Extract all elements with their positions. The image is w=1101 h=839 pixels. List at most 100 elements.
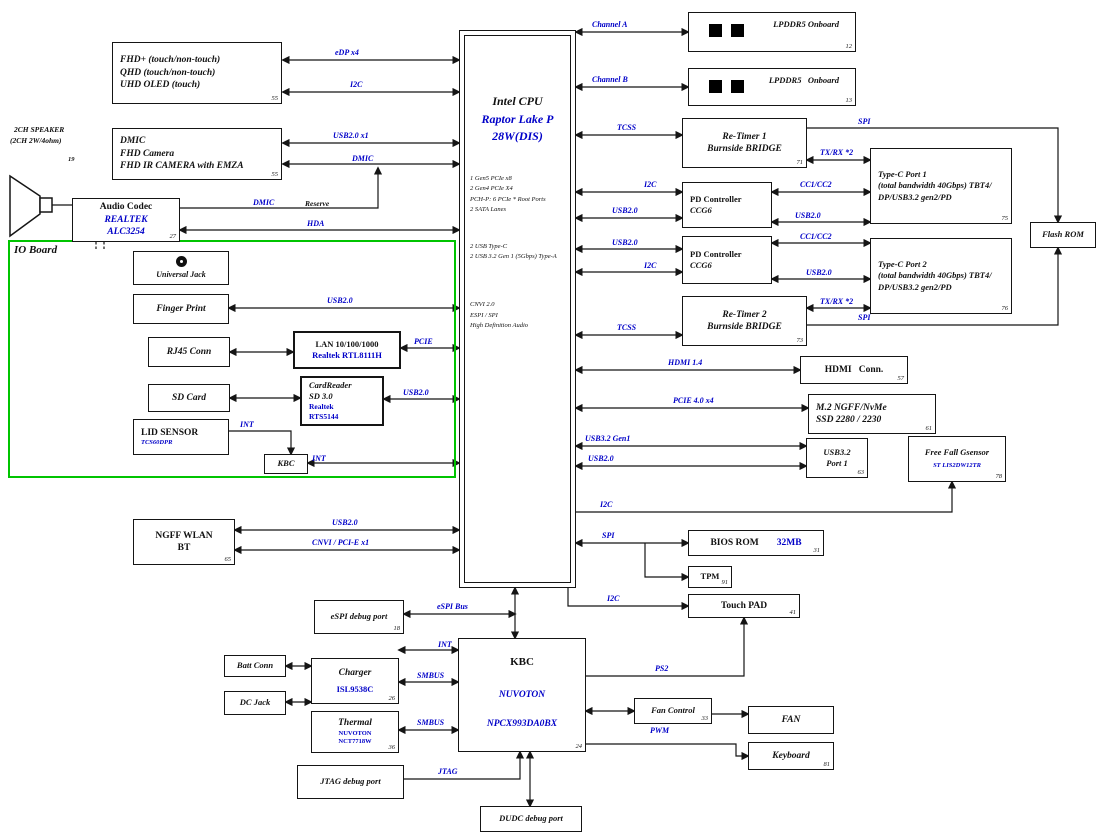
pd-controller-1-label: PD Controller [690,193,742,204]
wire-label: SPI [858,313,871,322]
usb32-port-1-label: Port 1 [826,458,848,468]
wire-label: 2CH SPEAKER [14,125,65,134]
rj45-conn-label: RJ45 Conn [166,346,212,357]
retimer-2-label: Re-Timer 2 [722,309,767,320]
audio-codec-label: Audio Codec [99,202,153,213]
wire-label: TCSS [617,323,637,332]
lpddr5-channel-a-label: LPDDR5 Onboard [773,19,839,29]
dram-chip-icon [709,24,744,37]
type-c-port-2-label: Type-C Port 2 [878,259,927,270]
wlan-module-label: BT [177,543,191,553]
wire-label: INT [240,420,254,429]
usb32-port-1-page-num: 63 [857,469,865,476]
fan-label: FAN [781,714,801,725]
thermal-sensor-label: NCT7718W [338,738,372,746]
wire-label: I2C [607,594,620,603]
wire-label: USB2.0 [612,206,638,215]
dram-chip-icon [709,80,744,93]
wire-label: I2C [644,180,657,189]
wire-label: TX/RX *2 [820,148,854,157]
wire-label: USB2.0 [327,296,353,305]
wire-label: USB2.0 [612,238,638,247]
gsensor-label: ST LIS2DW12TR [933,462,981,470]
tpm-page-num: 91 [721,579,729,586]
finger-print-label: Finger Print [156,303,206,314]
charger-page-num: 26 [388,695,396,702]
pd-controller-1-label: CCG6 [690,205,712,215]
sd-card: SD Card [148,384,230,412]
io-board-region [8,240,456,478]
type-c-port-2-label: (total bandwidth 40Gbps) TBT4/ [878,270,992,281]
card-reader-label: RTS5144 [309,412,339,422]
type-c-port-2-page-num: 76 [1001,305,1009,312]
gsensor-page-num: 78 [995,473,1003,480]
hdmi-conn-page-num: 57 [897,375,905,382]
type-c-port-1-label: Type-C Port 1 [878,169,927,180]
dudc-debug-port: DUDC debug port [480,806,582,832]
camera-module-label: FHD IR CAMERA with EMZA [120,161,244,172]
sd-card-label: SD Card [171,392,207,403]
batt-conn: Batt Conn [224,655,286,677]
wire-label: PS2 [655,664,669,673]
universal-jack: Universal Jack [133,251,229,285]
rj45-conn: RJ45 Conn [148,337,230,367]
touch-pad-label: Touch PAD [720,600,768,611]
wire-label: SMBUS [417,671,445,680]
bios-rom-page-num: 31 [813,547,821,554]
wire-label: DMIC [352,154,374,163]
m2-ssd-label: M.2 NGFF/NvMe [816,402,887,413]
cpu-label: 2 Gen4 PCIe X4 [470,185,513,193]
flash-rom: Flash ROM [1030,222,1096,248]
display-panel-label: FHD+ (touch/non-touch) [120,55,221,66]
wire-label: USB3.2 Gen1 [585,434,631,443]
wire-label: CC1/CC2 [800,232,832,241]
lid-sensor-label: TCS60DPR [141,438,173,446]
cpu-label: PCH-P: 6 PCIe * Root Ports [470,195,546,203]
wire-label: I2C [350,80,363,89]
wire-label: CC1/CC2 [800,180,832,189]
wire-label: PCIE 4.0 x4 [673,396,714,405]
cpu-label: Raptor Lake P [481,111,554,126]
card-reader-label: Realtek [309,402,334,412]
lid-sensor-label: LID SENSOR [141,427,199,438]
wire-label: USB2.0 [806,268,832,277]
kbc-connector: KBC [264,454,308,474]
wire-label: SPI [858,117,871,126]
cpu-label: 28W(DIS) [492,129,543,144]
wire-label: USB2.0 [795,211,821,220]
wire-label: IO Board [14,244,58,256]
cpu-label: CNVI 2.0 [470,301,495,309]
camera-module-page-num: 55 [271,171,279,178]
audio-codec-label: ALC3254 [107,227,145,238]
dc-jack-label: DC Jack [239,697,271,708]
wire-label: USB2.0 x1 [333,131,369,140]
retimer-1-label: Burnside BRIDGE [707,144,782,154]
cpu-label: 2 USB 3.2 Gen 1 (5Gbps) Type-A [470,252,557,260]
hdmi-conn-label: HDMI Conn. [824,364,884,375]
display-panel: FHD+ (touch/non-touch)QHD (touch/non-tou… [112,42,282,104]
card-reader-label: CardReader [309,380,352,391]
finger-print: Finger Print [133,294,229,324]
wire-label: TX/RX *2 [820,297,854,306]
wire-label: JTAG [438,767,458,776]
fan-control-label: Fan Control [651,705,695,716]
charger-label: Charger [338,668,372,679]
display-panel-label: UHD OLED (touch) [120,80,201,91]
wire-label: HDMI 1.4 [668,358,703,367]
wire-label: eSPI Bus [437,602,468,611]
wire-label: PCIE [414,337,433,346]
